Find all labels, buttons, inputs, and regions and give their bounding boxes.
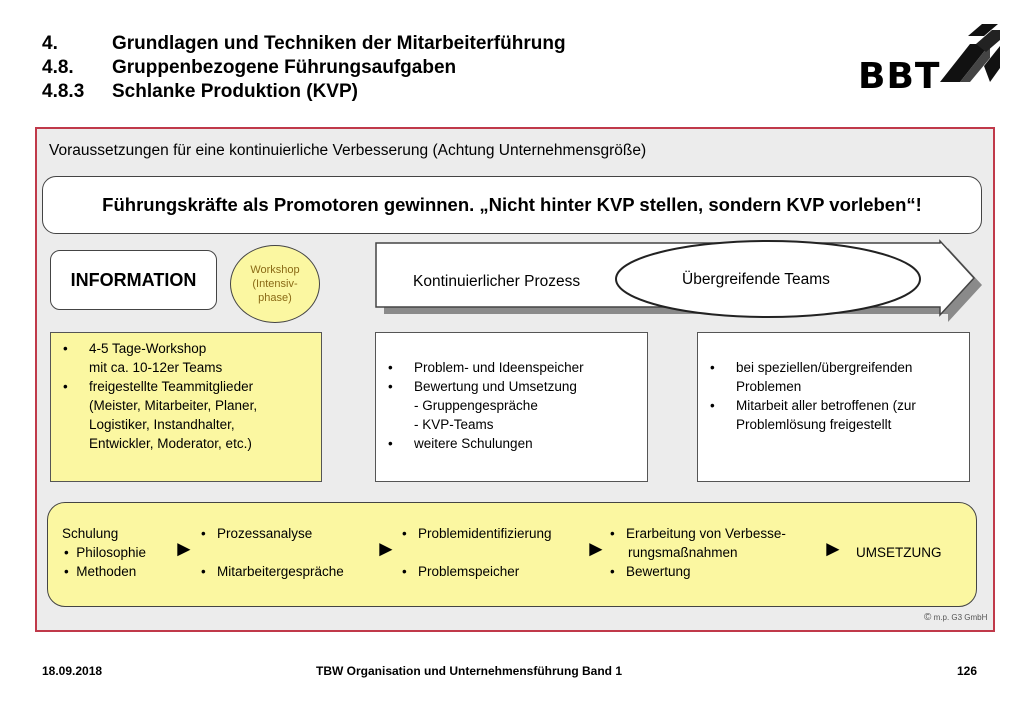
information-box: INFORMATION <box>50 250 217 310</box>
chain-arrow-icon: ► <box>822 536 844 561</box>
panel-subtitle: Voraussetzungen für eine kontinuierliche… <box>49 142 647 159</box>
heading-level-2: 4.8. Gruppenbezogene Führungsaufgaben <box>42 56 456 80</box>
heading-text: Grundlagen und Techniken der Mitarbeiter… <box>112 33 566 54</box>
footer-date: 18.09.2018 <box>42 664 103 678</box>
list-item: • Prozessanalyse <box>201 526 313 541</box>
workshop-line: Workshop <box>250 264 300 276</box>
chain-step-title: Schulung <box>62 526 119 541</box>
chain-arrow-icon: ► <box>585 536 607 561</box>
process-label: Kontinuierlicher Prozess <box>413 273 581 290</box>
list-item: • Bewertung <box>610 564 691 579</box>
teams-label: Übergreifende Teams <box>682 271 830 288</box>
list-item: weitere Schulungen <box>388 434 647 453</box>
logo-graphic <box>940 24 1000 82</box>
information-label: INFORMATION <box>70 269 197 290</box>
chain-step-analysis: • Prozessanalyse • Mitarbeitergespräche <box>201 524 344 581</box>
workshop-line: (Intensiv- <box>252 278 298 290</box>
copyright-note: © m.p. G3 GmbH <box>924 612 987 623</box>
copyright-icon: © <box>924 612 932 623</box>
chain-arrow-icon: ► <box>375 536 397 561</box>
heading-text: Schlanke Produktion (KVP) <box>112 81 358 102</box>
list-item: • Erarbeitung von Verbesse- <box>610 526 786 541</box>
list-item: freigestellte Teammitglieder(Meister, Mi… <box>63 377 321 453</box>
logo-text: BBT <box>858 56 941 97</box>
workshop-line: phase) <box>258 292 292 304</box>
list-item: • Philosophie <box>64 545 147 560</box>
bbt-logo: BBT <box>858 22 1003 104</box>
list-item: • Methoden <box>64 564 137 579</box>
page-number: 126 <box>957 664 978 678</box>
banner-text: Führungskräfte als Promotoren gewinnen. … <box>102 194 922 215</box>
heading-number: 4.8. <box>42 57 74 78</box>
list-item: • Mitarbeitergespräche <box>201 564 344 579</box>
copyright-text: m.p. G3 GmbH <box>933 613 988 622</box>
chain-step-identification: • Problemidentifizierung • Problemspeich… <box>402 524 552 581</box>
heading-number: 4.8.3 <box>42 81 85 102</box>
workshop-ellipse: Workshop (Intensiv- phase) <box>230 245 320 323</box>
list-item: • Problemspeicher <box>402 564 520 579</box>
process-details-box: Problem- und Ideenspeicher Bewertung und… <box>375 332 648 482</box>
list-item: • Problemidentifizierung <box>402 526 552 541</box>
list-item: Bewertung und Umsetzung- Gruppengespräch… <box>388 377 647 434</box>
heading-text: Gruppenbezogene Führungsaufgaben <box>112 57 457 78</box>
heading-number: 4. <box>42 33 58 54</box>
list-item: Mitarbeit aller betroffenen (zurProbleml… <box>710 396 969 434</box>
heading-level-1: 4. Grundlagen und Techniken der Mitarbeit… <box>42 32 566 56</box>
chain-step-schulung: Schulung • Philosophie • Methoden <box>62 524 146 581</box>
promoter-banner: Führungskräfte als Promotoren gewinnen. … <box>42 176 982 234</box>
teams-ellipse <box>615 240 921 318</box>
process-arrow <box>375 239 982 322</box>
heading-level-3: 4.8.3 Schlanke Produktion (KVP) <box>42 80 358 104</box>
chain-step-umsetzung: UMSETZUNG <box>856 545 942 560</box>
footer-title: TBW Organisation und Unternehmensführung… <box>316 664 622 678</box>
chain-arrow-icon: ► <box>173 536 195 561</box>
list-item: Problem- und Ideenspeicher <box>388 358 647 377</box>
process-chain-box <box>47 502 977 607</box>
chain-step-measures: • Erarbeitung von Verbesse- rungsmaßnahm… <box>610 526 786 579</box>
